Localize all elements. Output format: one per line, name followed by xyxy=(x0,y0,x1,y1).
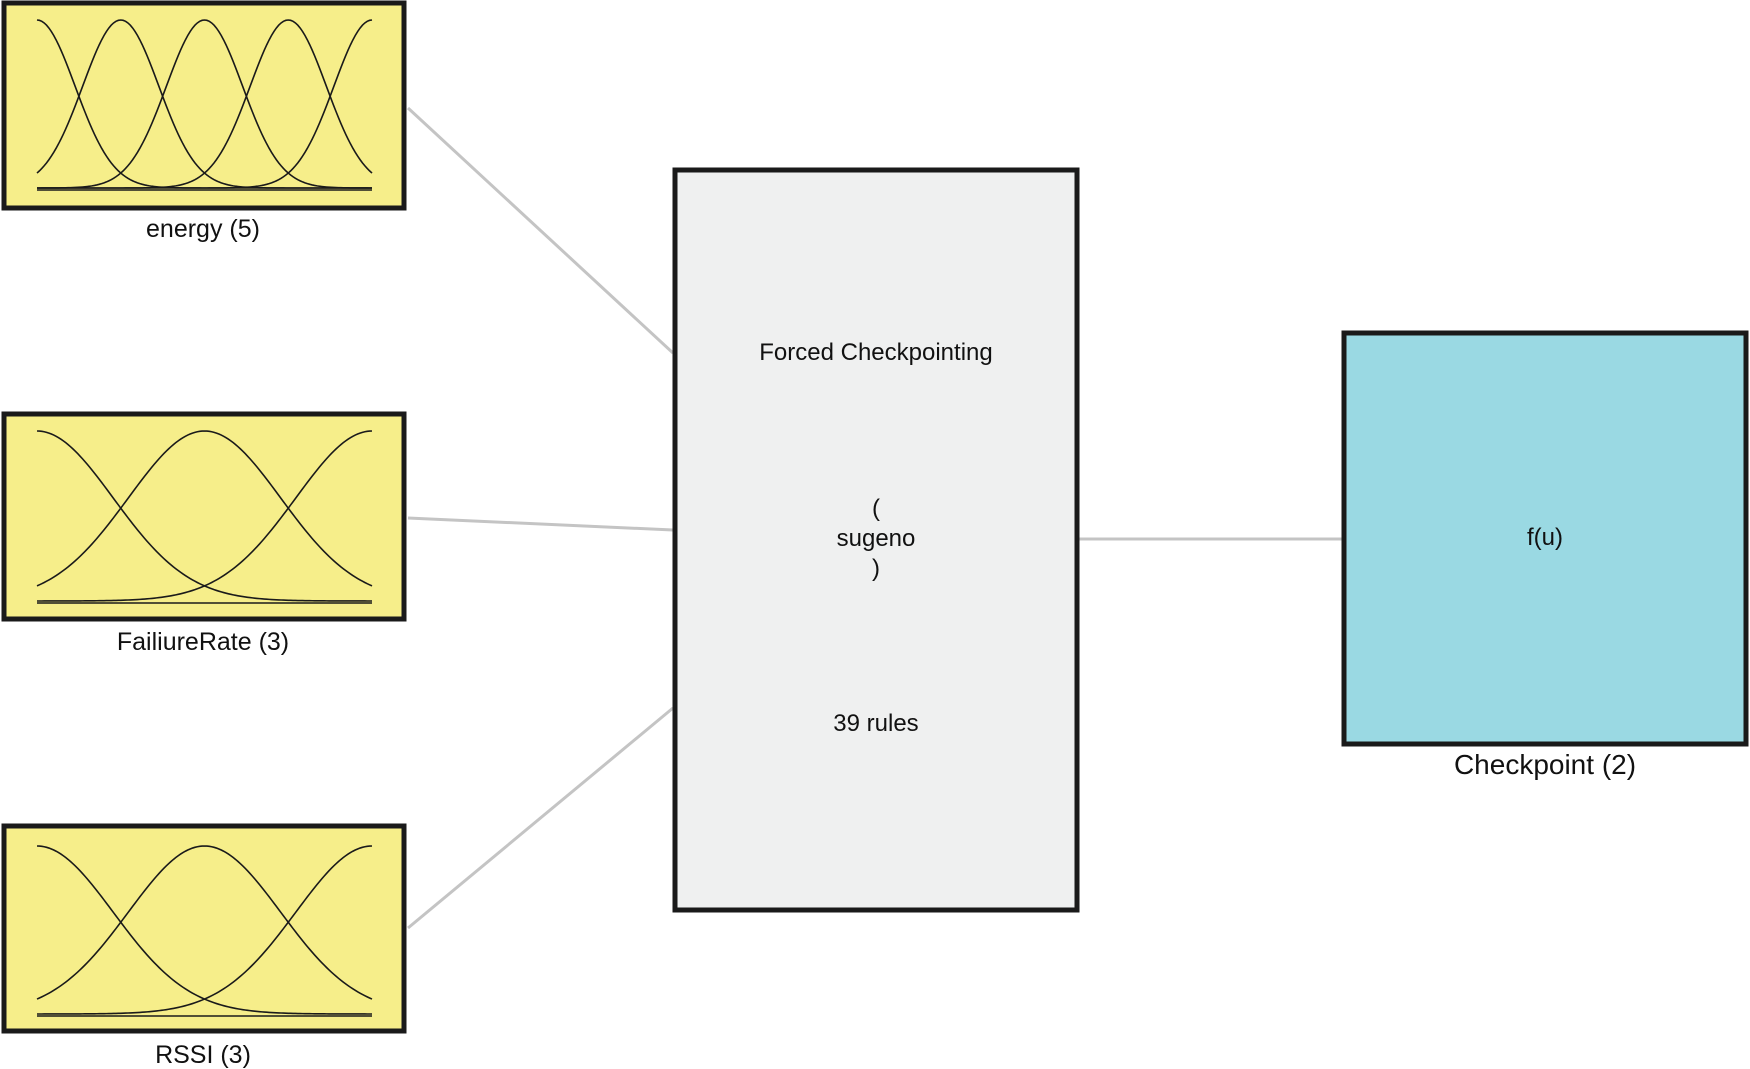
input-failiurerate-mfs xyxy=(36,430,373,602)
membership-function-curve xyxy=(37,845,373,1015)
system-open-paren: ( xyxy=(872,495,880,522)
input-failiurerate-box[interactable] xyxy=(1,411,407,622)
input-energy-label: energy (5) xyxy=(146,215,260,243)
system-type: sugeno xyxy=(837,525,916,552)
input-failiurerate-label: FailiureRate (3) xyxy=(117,628,289,656)
membership-function-curve xyxy=(37,19,373,189)
input-rssi-label: RSSI (3) xyxy=(155,1041,251,1069)
system-rules: 39 rules xyxy=(833,710,918,737)
input-energy[interactable] xyxy=(1,0,407,211)
connector-rssi xyxy=(407,706,674,930)
membership-function-curve xyxy=(36,845,373,1000)
system-name: Forced Checkpointing xyxy=(759,339,992,366)
output-function: f(u) xyxy=(1527,524,1563,551)
output-checkpoint-label: Checkpoint (2) xyxy=(1454,749,1636,780)
input-rssi[interactable] xyxy=(1,823,407,1034)
system-close-paren: ) xyxy=(872,555,880,582)
input-rssi-box[interactable] xyxy=(1,823,407,1034)
membership-function-curve xyxy=(37,430,373,602)
membership-function-curve xyxy=(36,430,373,587)
fis-system[interactable]: Forced Checkpointing ( sugeno ) 39 rules xyxy=(672,167,1080,913)
fis-system-box[interactable] xyxy=(672,167,1080,913)
input-rssi-mfs xyxy=(36,845,373,1015)
connector-failiurerate xyxy=(407,516,674,532)
input-energy-mfs xyxy=(36,19,373,189)
output-checkpoint-box[interactable] xyxy=(1341,330,1749,747)
input-energy-box[interactable] xyxy=(1,0,407,211)
membership-function-curve xyxy=(37,19,372,189)
connector-energy xyxy=(406,106,675,355)
input-failiurerate[interactable] xyxy=(1,411,407,622)
output-checkpoint[interactable]: f(u) xyxy=(1341,330,1749,747)
